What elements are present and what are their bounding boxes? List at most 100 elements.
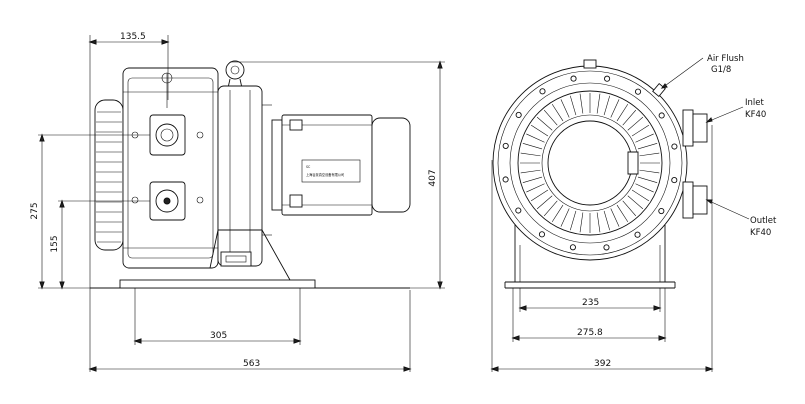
bearing-housing: [217, 85, 272, 267]
cooling-fin: [616, 204, 629, 223]
cooling-fin: [610, 99, 620, 118]
front-view: 235 275.8 392 Air Flush G1/8 Inlet: [490, 54, 777, 372]
air-flush-port: [652, 82, 666, 98]
cooling-fin: [639, 169, 660, 174]
cooling-fin: [635, 183, 654, 193]
bolt-hole: [604, 75, 611, 82]
cooling-fin: [639, 152, 660, 157]
cooling-fin: [637, 176, 658, 184]
cooling-fin: [560, 99, 570, 118]
cooling-fin: [616, 103, 629, 122]
dim-155: 155: [50, 199, 150, 290]
dim-275-label: 275: [30, 202, 40, 219]
bolt-hole: [671, 177, 678, 184]
front-base-support: [504, 225, 676, 289]
inlet-port: [682, 109, 708, 147]
cooling-fin: [520, 152, 541, 157]
motor: SC 上海谷景真空设备有限公司: [271, 114, 411, 216]
cooling-fin: [631, 189, 650, 202]
cooling-fin: [603, 210, 611, 231]
cooling-fin: [522, 142, 543, 150]
nameplate: [220, 251, 252, 267]
finned-cover: [94, 99, 124, 251]
air-flush-size: G1/8: [711, 65, 731, 75]
cooling-fin: [551, 204, 564, 223]
dim-563-label: 563: [243, 359, 260, 369]
cooling-fin: [551, 103, 564, 122]
dim-135-5: 135.5: [88, 32, 170, 45]
outlet-port: [682, 181, 708, 219]
upper-port-flange: [149, 114, 186, 156]
motor-label-brand: SC: [306, 165, 311, 169]
bolt-hole: [570, 75, 577, 82]
center-bore: [547, 120, 633, 206]
cooling-fin: [560, 208, 570, 227]
motor-label-plate: [301, 159, 361, 183]
dim-235: 235: [518, 298, 662, 311]
cooling-fin: [569, 95, 577, 116]
cooling-fin: [596, 212, 601, 233]
cooling-fin: [530, 124, 549, 137]
bolt-hole: [671, 143, 678, 150]
cooling-fin: [536, 195, 553, 210]
cooling-fin: [569, 210, 577, 231]
cooling-fin: [530, 189, 549, 202]
outlet-label: Outlet: [750, 216, 777, 226]
cooling-fin: [627, 116, 644, 131]
bolt-hole: [658, 112, 665, 119]
bolt-circle: [502, 75, 678, 251]
bolt-hole: [634, 231, 641, 238]
dim-392: 392: [490, 359, 714, 372]
inlet-label: Inlet: [745, 98, 764, 108]
air-flush-label: Air Flush: [707, 54, 744, 64]
cooling-fin: [579, 93, 584, 114]
cooling-fin: [603, 95, 611, 116]
cooling-fin: [627, 195, 644, 210]
dim-155-label: 155: [50, 235, 60, 252]
cooling-fin: [579, 212, 584, 233]
cooling-fin: [610, 208, 620, 227]
bolt-hole: [634, 88, 642, 95]
bolt-hole: [569, 244, 576, 251]
dim-275: 275: [30, 133, 150, 290]
inlet-size: KF40: [745, 110, 766, 120]
bolt-hole: [658, 207, 665, 215]
cooling-fin: [622, 109, 637, 126]
top-stud: [583, 59, 597, 69]
cooling-fin: [622, 200, 637, 217]
callout-inlet: Inlet KF40: [705, 98, 766, 123]
cooling-fin: [526, 133, 545, 143]
bolt-hole: [538, 231, 546, 238]
bolt-hole: [502, 142, 509, 149]
motor-label-company: 上海谷景真空设备有限公司: [306, 172, 344, 177]
terminal-box: [289, 119, 303, 131]
lifting-eye: [225, 60, 245, 89]
bolt-hole: [603, 244, 610, 251]
cooling-fin: [596, 93, 601, 114]
cooling-fin: [536, 116, 553, 131]
dim-235-label: 235: [582, 298, 599, 308]
cooling-fin: [520, 169, 541, 174]
cooling-fin: [543, 200, 558, 217]
dim-392-label: 392: [594, 359, 611, 369]
outlet-size: KF40: [750, 228, 771, 238]
bolt-hole: [515, 207, 522, 214]
base-plate: [119, 279, 316, 289]
dim-407: 407: [428, 60, 443, 290]
support-bracket: [209, 229, 291, 281]
cooling-fin: [635, 133, 654, 143]
cooling-fin: [637, 142, 658, 150]
callout-outlet: Outlet KF40: [705, 199, 777, 238]
callout-air-flush: Air Flush G1/8: [660, 54, 744, 89]
cooling-fin: [631, 124, 650, 137]
dim-563: 563: [88, 359, 412, 372]
bolt-hole: [515, 111, 522, 119]
dim-275-8: 275.8: [511, 328, 667, 341]
pump-housing: [122, 67, 219, 269]
dim-135-5-label: 135.5: [120, 32, 146, 42]
cooling-fins: [520, 93, 660, 233]
cooling-fin: [526, 183, 545, 193]
dim-305-label: 305: [210, 331, 227, 341]
bolt-hole: [539, 88, 546, 95]
